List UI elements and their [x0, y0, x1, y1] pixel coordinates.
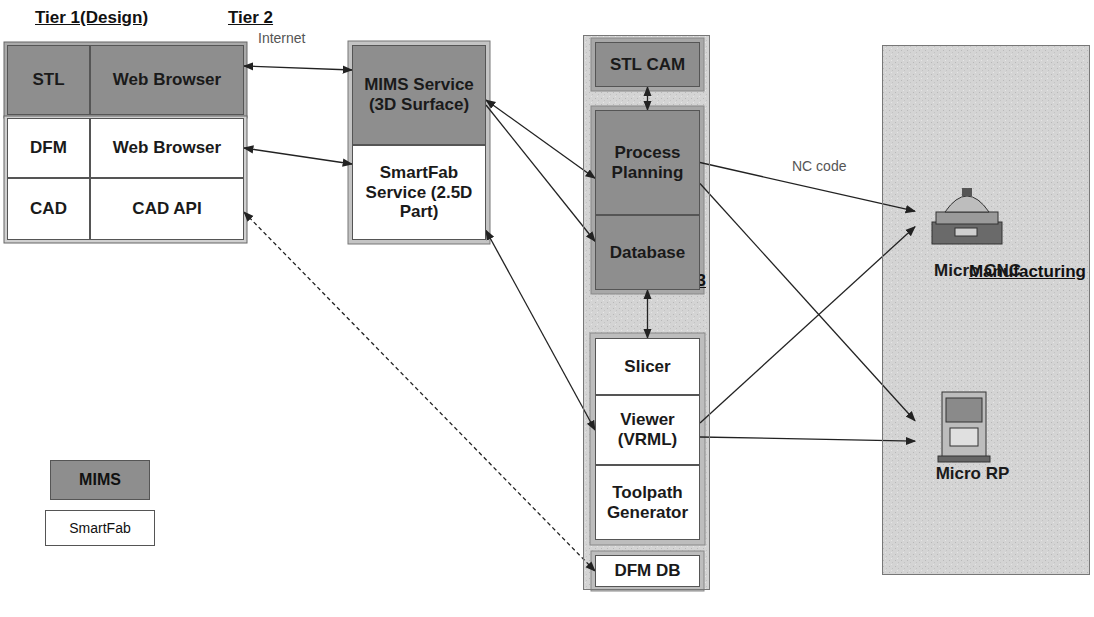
node-label: Micro CNC	[934, 261, 1021, 281]
module-box: CAD	[7, 178, 90, 240]
node-label: CAD	[30, 199, 67, 219]
node-label: Slicer	[624, 357, 670, 377]
tier2-frame	[348, 41, 490, 244]
legend-swatch: MIMS	[50, 460, 150, 500]
machine-node: Micro RP	[915, 385, 1030, 487]
node-label: Database	[610, 243, 686, 263]
tier1-lower-frame	[4, 116, 247, 243]
node-label: Micro RP	[936, 464, 1010, 484]
node-label: DFM	[30, 138, 67, 158]
edge-label: NC code	[790, 158, 848, 174]
connector-arrow	[647, 290, 648, 338]
machine-node: Micro CNC	[915, 180, 1040, 284]
legend-label: MIMS	[79, 471, 121, 489]
database-box: DFM DB	[595, 555, 700, 587]
process-box: Slicer	[595, 338, 700, 395]
connector-arrow	[647, 87, 648, 110]
stl-cam-frame	[591, 38, 704, 91]
legend-swatch: SmartFab	[45, 510, 155, 546]
micro-rp-icon	[938, 392, 990, 462]
node-label: STL	[32, 70, 64, 90]
planning-frame	[591, 106, 704, 294]
dfm-db-frame	[591, 551, 704, 591]
column-heading: Tier 1(Design)	[35, 8, 148, 28]
node-label: Process Planning	[599, 143, 696, 182]
connector-arrow	[486, 231, 595, 431]
client-box: Web Browser	[90, 118, 244, 178]
connector-arrow	[486, 100, 595, 178]
connector-arrow	[244, 212, 595, 571]
legend-label: SmartFab	[69, 520, 130, 536]
node-label: SmartFab Service (2.5D Part)	[356, 163, 482, 222]
tier1-upper-frame	[4, 42, 247, 118]
network-label: Internet	[258, 30, 305, 46]
node-label: Web Browser	[113, 138, 221, 158]
database-box: Database	[595, 215, 700, 290]
node-label: Web Browser	[113, 70, 221, 90]
node-label: STL CAM	[610, 55, 685, 75]
micro-cnc-icon	[932, 188, 1002, 244]
manufacturing-panel: ManufacturingMicro CNCMicro RP	[882, 45, 1090, 575]
service-box: SmartFab Service (2.5D Part)	[352, 145, 486, 240]
format-box: STL	[7, 45, 90, 115]
node-label: Viewer (VRML)	[599, 410, 696, 449]
manufacturing-panel-fill	[882, 45, 1090, 575]
connector-arrow	[244, 148, 352, 164]
tool-group-frame	[590, 333, 705, 545]
process-box: STL CAM	[595, 42, 700, 87]
tier3-panel-fill	[583, 35, 710, 590]
tier-panel: Tier 3STL CAMProcess PlanningDatabaseSli…	[583, 35, 710, 590]
node-label: CAD API	[132, 199, 201, 219]
process-box: Process Planning	[595, 110, 700, 215]
client-box: CAD API	[90, 178, 244, 240]
module-box: DFM	[7, 118, 90, 178]
node-label: Toolpath Generator	[599, 483, 696, 522]
node-label: DFM DB	[614, 561, 680, 581]
connector-arrow	[244, 66, 352, 70]
process-box: Toolpath Generator	[595, 465, 700, 540]
connector-arrow	[486, 105, 595, 241]
node-label: MIMS Service (3D Surface)	[356, 75, 482, 114]
service-box: MIMS Service (3D Surface)	[352, 45, 486, 145]
client-box: Web Browser	[90, 45, 244, 115]
process-box: Viewer (VRML)	[595, 395, 700, 465]
column-heading: Tier 2	[228, 8, 273, 28]
